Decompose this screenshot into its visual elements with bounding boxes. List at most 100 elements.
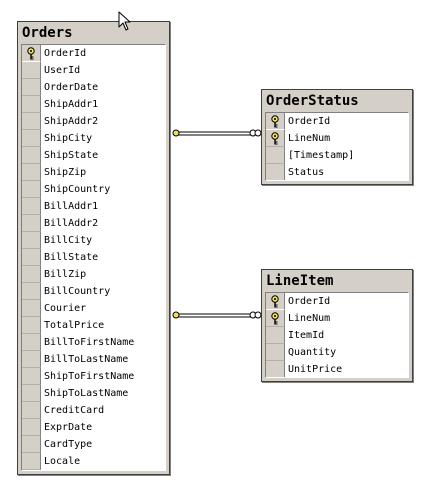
row-selector-cell[interactable] [22, 164, 41, 181]
column-row[interactable]: UserId [22, 62, 165, 79]
row-selector-cell[interactable] [22, 147, 41, 164]
column-name: ShipState [44, 150, 99, 161]
row-selector-cell[interactable] [22, 283, 41, 300]
column-row[interactable]: BillCountry [22, 283, 165, 300]
column-row[interactable]: Locale [22, 453, 165, 470]
key-end-icon [172, 311, 180, 319]
infinity-end-icon [254, 129, 262, 137]
row-selector-cell[interactable] [22, 79, 41, 96]
row-selector-cell[interactable] [22, 198, 41, 215]
column-row[interactable]: OrderId [266, 113, 408, 130]
row-selector-cell[interactable] [22, 419, 41, 436]
column-name: LineNum [288, 313, 331, 324]
row-selector-cell[interactable] [22, 62, 41, 79]
column-row[interactable]: ShipToLastName [22, 385, 165, 402]
row-selector-cell[interactable] [22, 232, 41, 249]
column-row[interactable]: Status [266, 164, 408, 180]
column-row[interactable]: CreditCard [22, 402, 165, 419]
column-name: ShipCountry [44, 184, 111, 195]
row-selector-cell[interactable] [22, 453, 41, 470]
column-row[interactable]: Quantity [266, 344, 408, 361]
primary-key-cell[interactable] [266, 113, 285, 130]
relationship-orders-lineitem[interactable] [172, 311, 262, 319]
column-name: BillToFirstName [44, 337, 135, 348]
column-name: BillCountry [44, 286, 111, 297]
primary-key-icon [271, 115, 279, 128]
row-selector-cell[interactable] [22, 385, 41, 402]
column-row[interactable]: ShipCountry [22, 181, 165, 198]
column-row[interactable]: OrderId [22, 45, 165, 62]
column-name: ShipAddr2 [44, 116, 99, 127]
column-name: LineNum [288, 133, 331, 144]
table-title-orders[interactable]: Orders [22, 25, 73, 41]
relationship-orders-orderstatus[interactable] [172, 129, 262, 137]
column-row[interactable]: BillState [22, 249, 165, 266]
primary-key-icon [27, 47, 35, 60]
row-selector-cell[interactable] [22, 96, 41, 113]
primary-key-cell[interactable] [266, 130, 285, 147]
table-title-lineitem[interactable]: LineItem [266, 273, 334, 289]
row-selector-cell[interactable] [22, 436, 41, 453]
primary-key-cell[interactable] [266, 293, 285, 310]
row-selector-cell[interactable] [22, 300, 41, 317]
column-row[interactable]: OrderDate [22, 79, 165, 96]
column-row[interactable]: ShipState [22, 147, 165, 164]
row-selector-cell[interactable] [22, 351, 41, 368]
column-row[interactable]: BillToLastName [22, 351, 165, 368]
column-row[interactable]: LineNum [266, 130, 408, 147]
column-row[interactable]: UnitPrice [266, 361, 408, 377]
row-selector-cell[interactable] [266, 327, 285, 344]
column-row[interactable]: BillAddr2 [22, 215, 165, 232]
column-row[interactable]: CardType [22, 436, 165, 453]
row-selector-cell[interactable] [22, 368, 41, 385]
primary-key-icon [271, 312, 279, 325]
column-name: [Timestamp] [288, 150, 355, 161]
row-selector-cell[interactable] [266, 361, 285, 377]
mouse-cursor-icon [118, 11, 131, 31]
infinity-end-icon [254, 311, 262, 319]
column-row[interactable]: LineNum [266, 310, 408, 327]
column-name: CreditCard [44, 405, 105, 416]
column-row[interactable]: Courier [22, 300, 165, 317]
column-row[interactable]: TotalPrice [22, 317, 165, 334]
column-row[interactable]: BillToFirstName [22, 334, 165, 351]
row-selector-cell[interactable] [22, 334, 41, 351]
column-row[interactable]: [Timestamp] [266, 147, 408, 164]
row-selector-cell[interactable] [22, 113, 41, 130]
column-row[interactable]: ItemId [266, 327, 408, 344]
primary-key-cell[interactable] [266, 310, 285, 327]
primary-key-cell[interactable] [22, 45, 41, 62]
column-row[interactable]: OrderId [266, 293, 408, 310]
row-selector-cell[interactable] [22, 249, 41, 266]
table-title-orderstatus[interactable]: OrderStatus [266, 93, 359, 109]
column-row[interactable]: BillZip [22, 266, 165, 283]
column-name: ShipAddr1 [44, 99, 99, 110]
row-selector-cell[interactable] [22, 181, 41, 198]
column-name: ShipCity [44, 133, 93, 144]
row-selector-cell[interactable] [266, 344, 285, 361]
row-selector-cell[interactable] [22, 317, 41, 334]
column-row[interactable]: ShipAddr2 [22, 113, 165, 130]
column-row[interactable]: BillCity [22, 232, 165, 249]
row-selector-cell[interactable] [266, 147, 285, 164]
column-row[interactable]: ShipToFirstName [22, 368, 165, 385]
row-selector-cell[interactable] [22, 266, 41, 283]
column-row[interactable]: ShipZip [22, 164, 165, 181]
column-name: Courier [44, 303, 87, 314]
column-name: BillAddr2 [44, 218, 99, 229]
row-selector-cell[interactable] [22, 130, 41, 147]
column-row[interactable]: ShipAddr1 [22, 96, 165, 113]
column-row[interactable]: BillAddr1 [22, 198, 165, 215]
row-selector-cell[interactable] [22, 215, 41, 232]
column-name: BillToLastName [44, 354, 129, 365]
column-row[interactable]: ShipCity [22, 130, 165, 147]
column-row[interactable]: ExprDate [22, 419, 165, 436]
row-selector-cell[interactable] [22, 402, 41, 419]
row-selector-cell[interactable] [266, 164, 285, 180]
